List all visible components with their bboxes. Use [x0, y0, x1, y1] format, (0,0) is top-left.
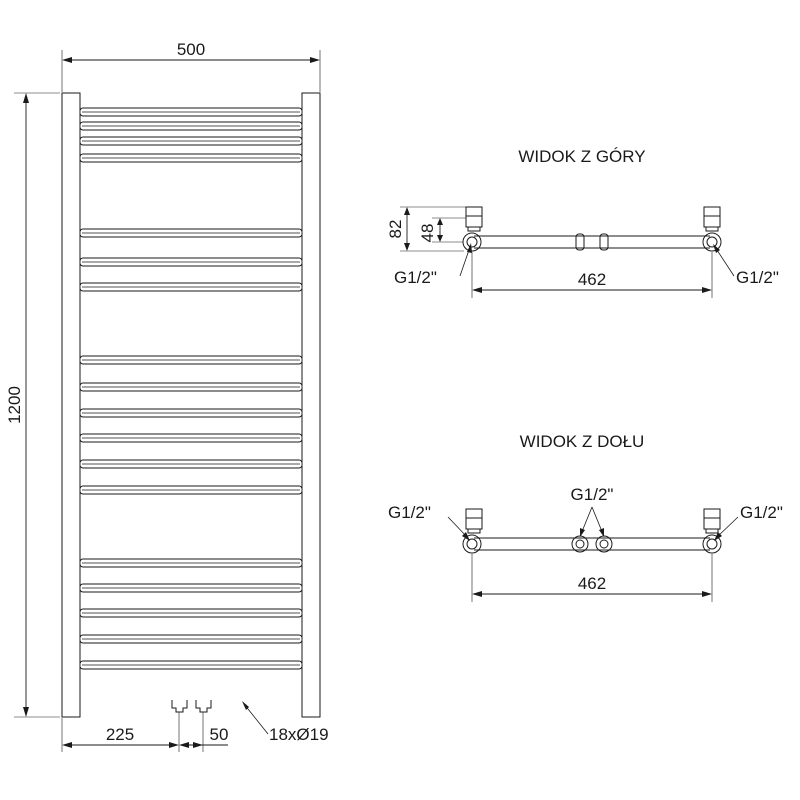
bottom-center-thread-leader: G1/2" [571, 485, 614, 537]
top-right-thread-leader: G1/2" [713, 244, 779, 287]
depth-label: 82 [386, 220, 405, 239]
top-axis-spacing-label: 462 [578, 270, 606, 289]
bottom-left-thread-label: G1/2" [388, 503, 431, 522]
connection-offset-label: 225 [106, 725, 134, 744]
top-right-fitting [702, 206, 722, 252]
bottom-left-fitting [462, 508, 483, 554]
top-view: WIDOK Z GÓRY [386, 147, 779, 298]
bottom-right-thread-label: G1/2" [740, 503, 783, 522]
depth-dimension: 82 [386, 206, 466, 252]
right-collector [301, 92, 321, 718]
bottom-center-thread-label: G1/2" [571, 485, 614, 504]
bottom-dimensions: 225 50 [61, 712, 229, 752]
width-dimension: 500 [61, 40, 321, 92]
top-view-title: WIDOK Z GÓRY [518, 147, 645, 166]
left-collector [61, 92, 81, 718]
height-label: 1200 [5, 386, 24, 424]
top-right-thread-label: G1/2" [736, 268, 779, 287]
connection-stub-left [171, 700, 188, 713]
top-left-thread-leader: G1/2" [394, 243, 472, 287]
tube-spec-label: 18xØ19 [269, 725, 329, 744]
bottom-view: WIDOK Z DOŁU [388, 432, 783, 602]
top-left-thread-label: G1/2" [394, 268, 437, 287]
bottom-connection-stubs [171, 700, 212, 713]
bottom-right-thread-leader: G1/2" [714, 503, 783, 541]
connection-stub-right [195, 700, 212, 713]
rungs-group [79, 107, 303, 670]
axis-depth-label: 48 [418, 224, 437, 243]
front-view: 500 1200 225 50 [5, 40, 329, 752]
top-axis-spacing-dimension: 462 [471, 252, 713, 298]
bottom-right-fitting [702, 508, 722, 554]
axis-depth-dimension: 48 [418, 217, 466, 243]
tube-spec-leader: 18xØ19 [242, 701, 329, 744]
bottom-view-title: WIDOK Z DOŁU [520, 432, 645, 451]
top-left-fitting [462, 206, 483, 252]
bottom-left-thread-leader: G1/2" [388, 503, 470, 541]
width-label: 500 [177, 40, 205, 59]
top-middle-stubs [575, 233, 609, 251]
bottom-axis-spacing-label: 462 [578, 574, 606, 593]
connection-spacing-label: 50 [210, 725, 229, 744]
bottom-axis-spacing-dimension: 462 [471, 554, 713, 602]
height-dimension: 1200 [5, 92, 60, 718]
